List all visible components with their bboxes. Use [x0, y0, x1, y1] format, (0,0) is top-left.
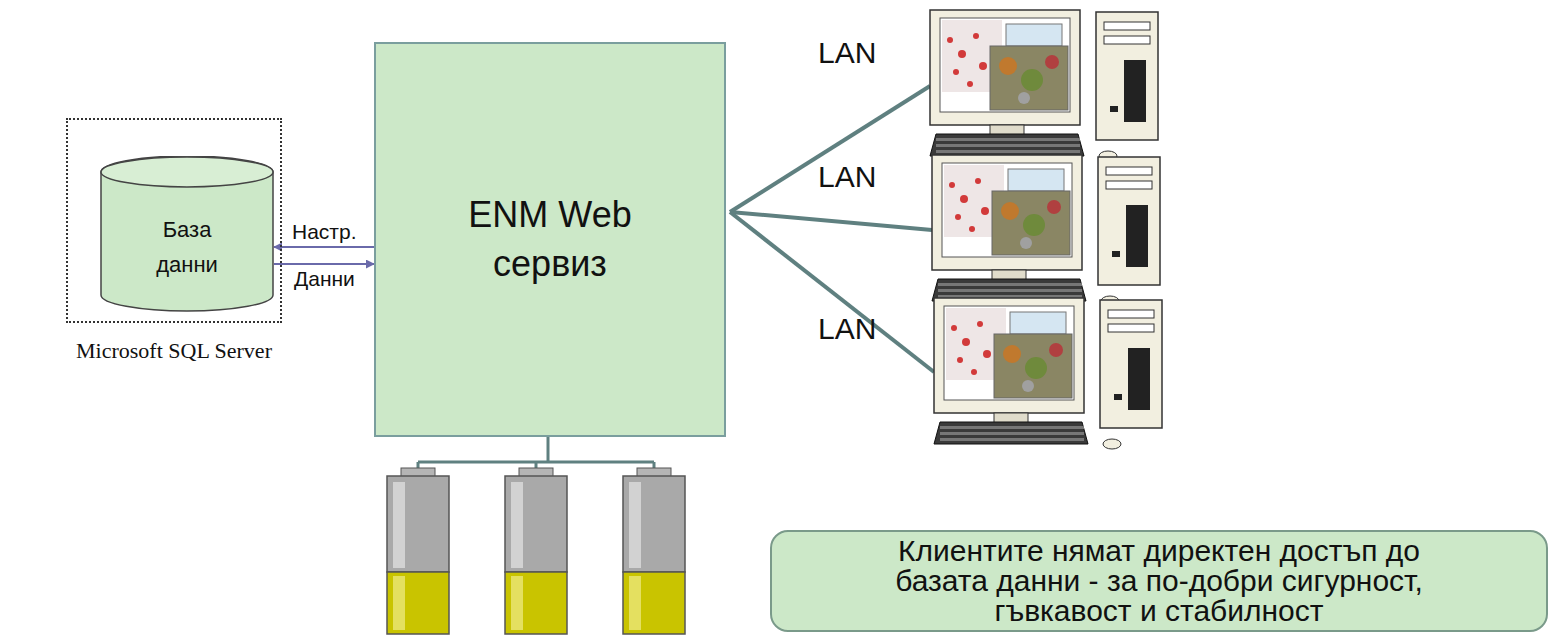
battery-device — [505, 468, 567, 634]
node-text: База данни — [137, 212, 237, 282]
node-text: ENM Web сервиз — [435, 191, 665, 288]
note-callout: Клиентите нямат директен достъп до базат… — [770, 530, 1548, 632]
edge-label: Данни — [292, 267, 357, 291]
network-label: LAN — [818, 312, 876, 346]
client-computer — [932, 155, 1160, 306]
server-frame: Microsoft SQL ServerБаза данни — [66, 118, 282, 323]
database-cylinder: База данни — [100, 156, 274, 312]
client-computer — [930, 10, 1158, 161]
web-service-box: ENM Web сервиз — [374, 42, 726, 437]
network-label: LAN — [818, 160, 876, 194]
edge-label: Настр. — [290, 220, 358, 244]
cylinder-body — [101, 156, 273, 311]
data-arrow — [274, 263, 374, 265]
data-arrow — [274, 246, 374, 248]
client-computer — [934, 298, 1162, 449]
lan-wires — [730, 86, 934, 372]
battery-device — [623, 468, 685, 634]
cylinder-top — [101, 157, 273, 187]
battery-device — [387, 468, 449, 634]
network-label: LAN — [818, 36, 876, 70]
node-text: Microsoft SQL Server — [48, 339, 300, 363]
node-text: Клиентите нямат директен достъп до базат… — [864, 534, 1454, 628]
